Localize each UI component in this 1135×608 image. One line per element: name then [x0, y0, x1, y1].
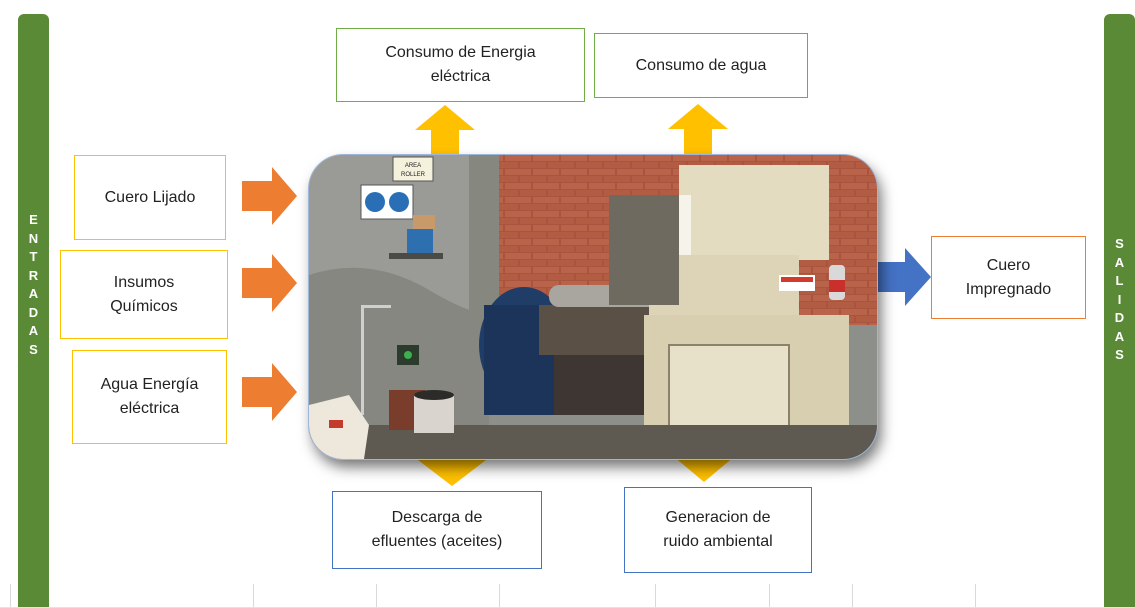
- salidas-letter: A: [1114, 328, 1125, 344]
- grid-line: [376, 584, 377, 608]
- grid-line: [10, 584, 11, 608]
- salidas-letter: S: [1115, 347, 1124, 362]
- input-insumos-quimicos-box: Insumos Químicos: [60, 250, 228, 339]
- input-cuero-lijado-label: Cuero Lijado: [104, 188, 196, 206]
- entradas-letter: R: [28, 267, 39, 283]
- input-arrow-1: [242, 167, 297, 225]
- entradas-letter: A: [28, 286, 39, 301]
- input-agua-energia-box: Agua Energía eléctrica: [72, 350, 227, 444]
- salidas-letter: A: [1114, 254, 1125, 270]
- grid-line: [655, 584, 656, 608]
- grid-line: [499, 584, 500, 608]
- entradas-letter: A: [28, 323, 39, 338]
- effluent-down-arrow: [418, 436, 486, 486]
- grid-line: [769, 584, 770, 608]
- grid-line: [852, 584, 853, 608]
- salidas-letter: L: [1115, 273, 1124, 288]
- input-cuero-lijado-box: Cuero Lijado: [74, 155, 226, 240]
- entradas-letter: E: [29, 212, 38, 227]
- input-agua-energia-label: Agua Energía eléctrica: [100, 376, 199, 417]
- salidas-letter: I: [1117, 291, 1122, 307]
- photo-sign-line-2: ROLLER: [401, 172, 426, 178]
- output-cuero-impregnado-box: Cuero Impregnado: [931, 236, 1086, 319]
- salidas-letter: D: [1114, 310, 1125, 325]
- noise-generation-box: Generacion de ruido ambiental: [624, 487, 812, 573]
- input-arrow-2: [242, 254, 297, 312]
- output-arrow: [878, 248, 931, 306]
- energy-up-arrow: [415, 105, 475, 157]
- input-arrow-3: [242, 363, 297, 421]
- entradas-letter: S: [29, 341, 38, 357]
- input-insumos-quimicos-label: Insumos Químicos: [110, 273, 178, 315]
- water-consumption-box: Consumo de agua: [594, 33, 808, 98]
- energy-consumption-label: Consumo de Energia eléctrica: [385, 44, 536, 85]
- grid-line: [975, 584, 976, 608]
- output-cuero-impregnado-label: Cuero Impregnado: [965, 256, 1052, 298]
- entradas-letter: T: [29, 249, 38, 264]
- entradas-letter: N: [28, 230, 39, 246]
- effluent-discharge-box: Descarga de efluentes (aceites): [332, 491, 542, 569]
- water-consumption-label: Consumo de agua: [635, 56, 767, 74]
- roller-machine-photo: AREA ROLLER: [309, 155, 877, 459]
- water-up-arrow: [668, 104, 728, 156]
- entradas-letter: D: [28, 304, 39, 320]
- salidas-letter: S: [1115, 236, 1124, 251]
- photo-sign-line-1: AREA: [405, 163, 421, 169]
- effluent-discharge-label: Descarga de efluentes (aceites): [371, 509, 503, 550]
- grid-line: [253, 584, 254, 608]
- energy-consumption-box: Consumo de Energia eléctrica: [336, 28, 585, 102]
- noise-generation-label: Generacion de ruido ambiental: [663, 509, 773, 550]
